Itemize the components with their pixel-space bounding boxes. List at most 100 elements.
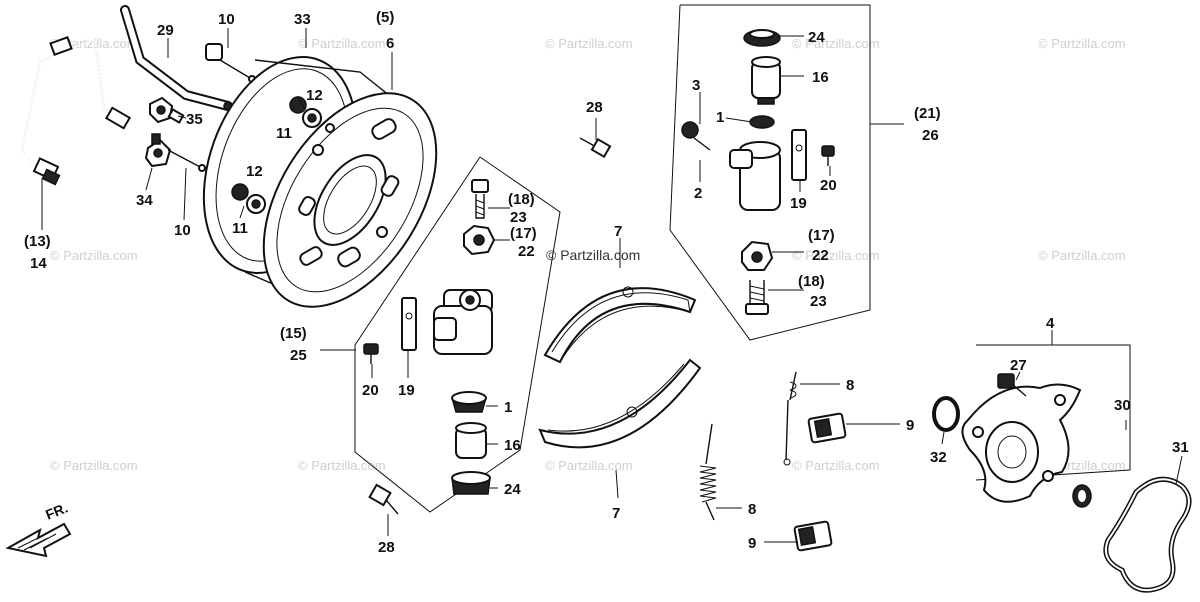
- callout-8: 8: [748, 501, 756, 518]
- callout-23: 23: [810, 293, 827, 310]
- clip-19-right: [791, 129, 807, 181]
- callout-31: 31: [1172, 439, 1189, 456]
- panel-plate-6: [262, 92, 438, 308]
- front-direction-indicator: FR.: [5, 499, 72, 558]
- callout-28: 28: [586, 99, 603, 116]
- watermark: © Partzilla.com: [792, 36, 880, 51]
- brake-pipe-14: [21, 36, 132, 186]
- callout-28: 28: [378, 539, 395, 556]
- callout-27: 27: [1010, 357, 1027, 374]
- hub-4: [961, 383, 1082, 503]
- callout-1: 1: [504, 399, 512, 416]
- callout-22: 22: [812, 247, 829, 264]
- callout-12: 12: [306, 87, 323, 104]
- o-ring-32: [932, 396, 960, 432]
- watermark: © Partzilla.com: [50, 248, 138, 263]
- callout-22: 22: [518, 243, 535, 260]
- callout-20: 20: [362, 382, 379, 399]
- callout-32: 32: [930, 449, 947, 466]
- clip-9-upper: [807, 412, 847, 444]
- watermark: © Partzilla.com: [545, 458, 633, 473]
- callout-24: 24: [808, 29, 825, 46]
- callout-4: 4: [1046, 315, 1055, 332]
- brake-shoe-7-upper: [543, 286, 697, 364]
- bolt-10-upper: [205, 43, 256, 83]
- callout-6: 6: [386, 35, 394, 52]
- callout-33: 33: [294, 11, 311, 28]
- bolt-20-right: [821, 145, 835, 166]
- bolt-28-lower: [368, 483, 399, 515]
- brake-shoe-7-lower: [538, 358, 702, 449]
- adjuster-22-left: [463, 224, 496, 256]
- seal-12-lower: [231, 183, 266, 214]
- group-outline-25: [354, 156, 561, 513]
- callout-20: 20: [820, 177, 837, 194]
- callout-14: 14: [30, 255, 47, 272]
- callout-11: 11: [232, 220, 248, 237]
- piston-16-right: [751, 56, 781, 105]
- bolt-23-left: [471, 179, 489, 219]
- center-credit: © Partzilla.com: [546, 247, 640, 263]
- callout-26: 26: [922, 127, 939, 144]
- bolt-23-right: [745, 280, 769, 315]
- clip-9-lower: [793, 520, 833, 552]
- cup-1-right: [749, 115, 775, 129]
- watermark: © Partzilla.com: [792, 458, 880, 473]
- callout-24: 24: [504, 481, 521, 498]
- seal-12-upper: [289, 96, 322, 128]
- callout-17: (17): [510, 225, 537, 242]
- watermark: © Partzilla.com: [298, 458, 386, 473]
- callout-10: 10: [218, 11, 235, 28]
- callout-3: 3: [692, 77, 700, 94]
- callout-5: (5): [376, 9, 394, 26]
- adjuster-22-right: [741, 240, 774, 271]
- clip-19-left: [401, 297, 417, 351]
- watermark: © Partzilla.com: [1038, 248, 1126, 263]
- watermark: © Partzilla.com: [792, 248, 880, 263]
- o-ring-30: [1072, 484, 1092, 508]
- watermark: © Partzilla.com: [298, 36, 386, 51]
- bleeder-cap-2: [701, 148, 729, 164]
- watermark: © Partzilla.com: [545, 36, 633, 51]
- callout-13: (13): [24, 233, 51, 250]
- callout-9: 9: [748, 535, 756, 552]
- bleeder-34: [144, 133, 172, 168]
- callout-7: 7: [614, 223, 622, 240]
- callout-17: (17): [808, 227, 835, 244]
- callout-18: (18): [508, 191, 535, 208]
- callout-23: 23: [510, 209, 527, 226]
- callout-8: 8: [846, 377, 854, 394]
- gasket-31: [1103, 476, 1192, 593]
- leader-lines: [41, 28, 1183, 543]
- callout-16: 16: [812, 69, 829, 86]
- callout-7: 7: [612, 505, 620, 522]
- callout-12: 12: [246, 163, 263, 180]
- callout-10: 10: [174, 222, 191, 239]
- callouts: 29 10 33 (5) 6 12 11 35 34 10 12 11 (13)…: [24, 9, 1189, 556]
- callout-35: 35: [186, 111, 203, 128]
- callout-9: 9: [906, 417, 914, 434]
- callout-29: 29: [157, 22, 174, 39]
- union-bolt-35: [149, 96, 185, 124]
- callout-21: (21): [914, 105, 941, 122]
- boot-24-right: [743, 29, 781, 47]
- wheel-cylinder-right: [729, 141, 781, 211]
- bolt-27: [997, 373, 1027, 397]
- wheel-cylinder-left: [433, 289, 493, 355]
- bolt-20-left: [363, 343, 379, 364]
- spring-8-lower: [699, 423, 717, 521]
- boot-24-left: [451, 471, 491, 495]
- callout-18: (18): [798, 273, 825, 290]
- bleeder-3: [681, 121, 711, 151]
- group-outline-26: [669, 4, 871, 341]
- callout-16: 16: [504, 437, 521, 454]
- callout-1: 1: [716, 109, 724, 126]
- watermark: © Partzilla.com: [1038, 36, 1126, 51]
- piston-16-left: [455, 422, 487, 459]
- direction-label: FR.: [43, 499, 70, 522]
- callout-19: 19: [790, 195, 807, 212]
- callout-25: 25: [290, 347, 307, 364]
- callout-30: 30: [1114, 397, 1131, 414]
